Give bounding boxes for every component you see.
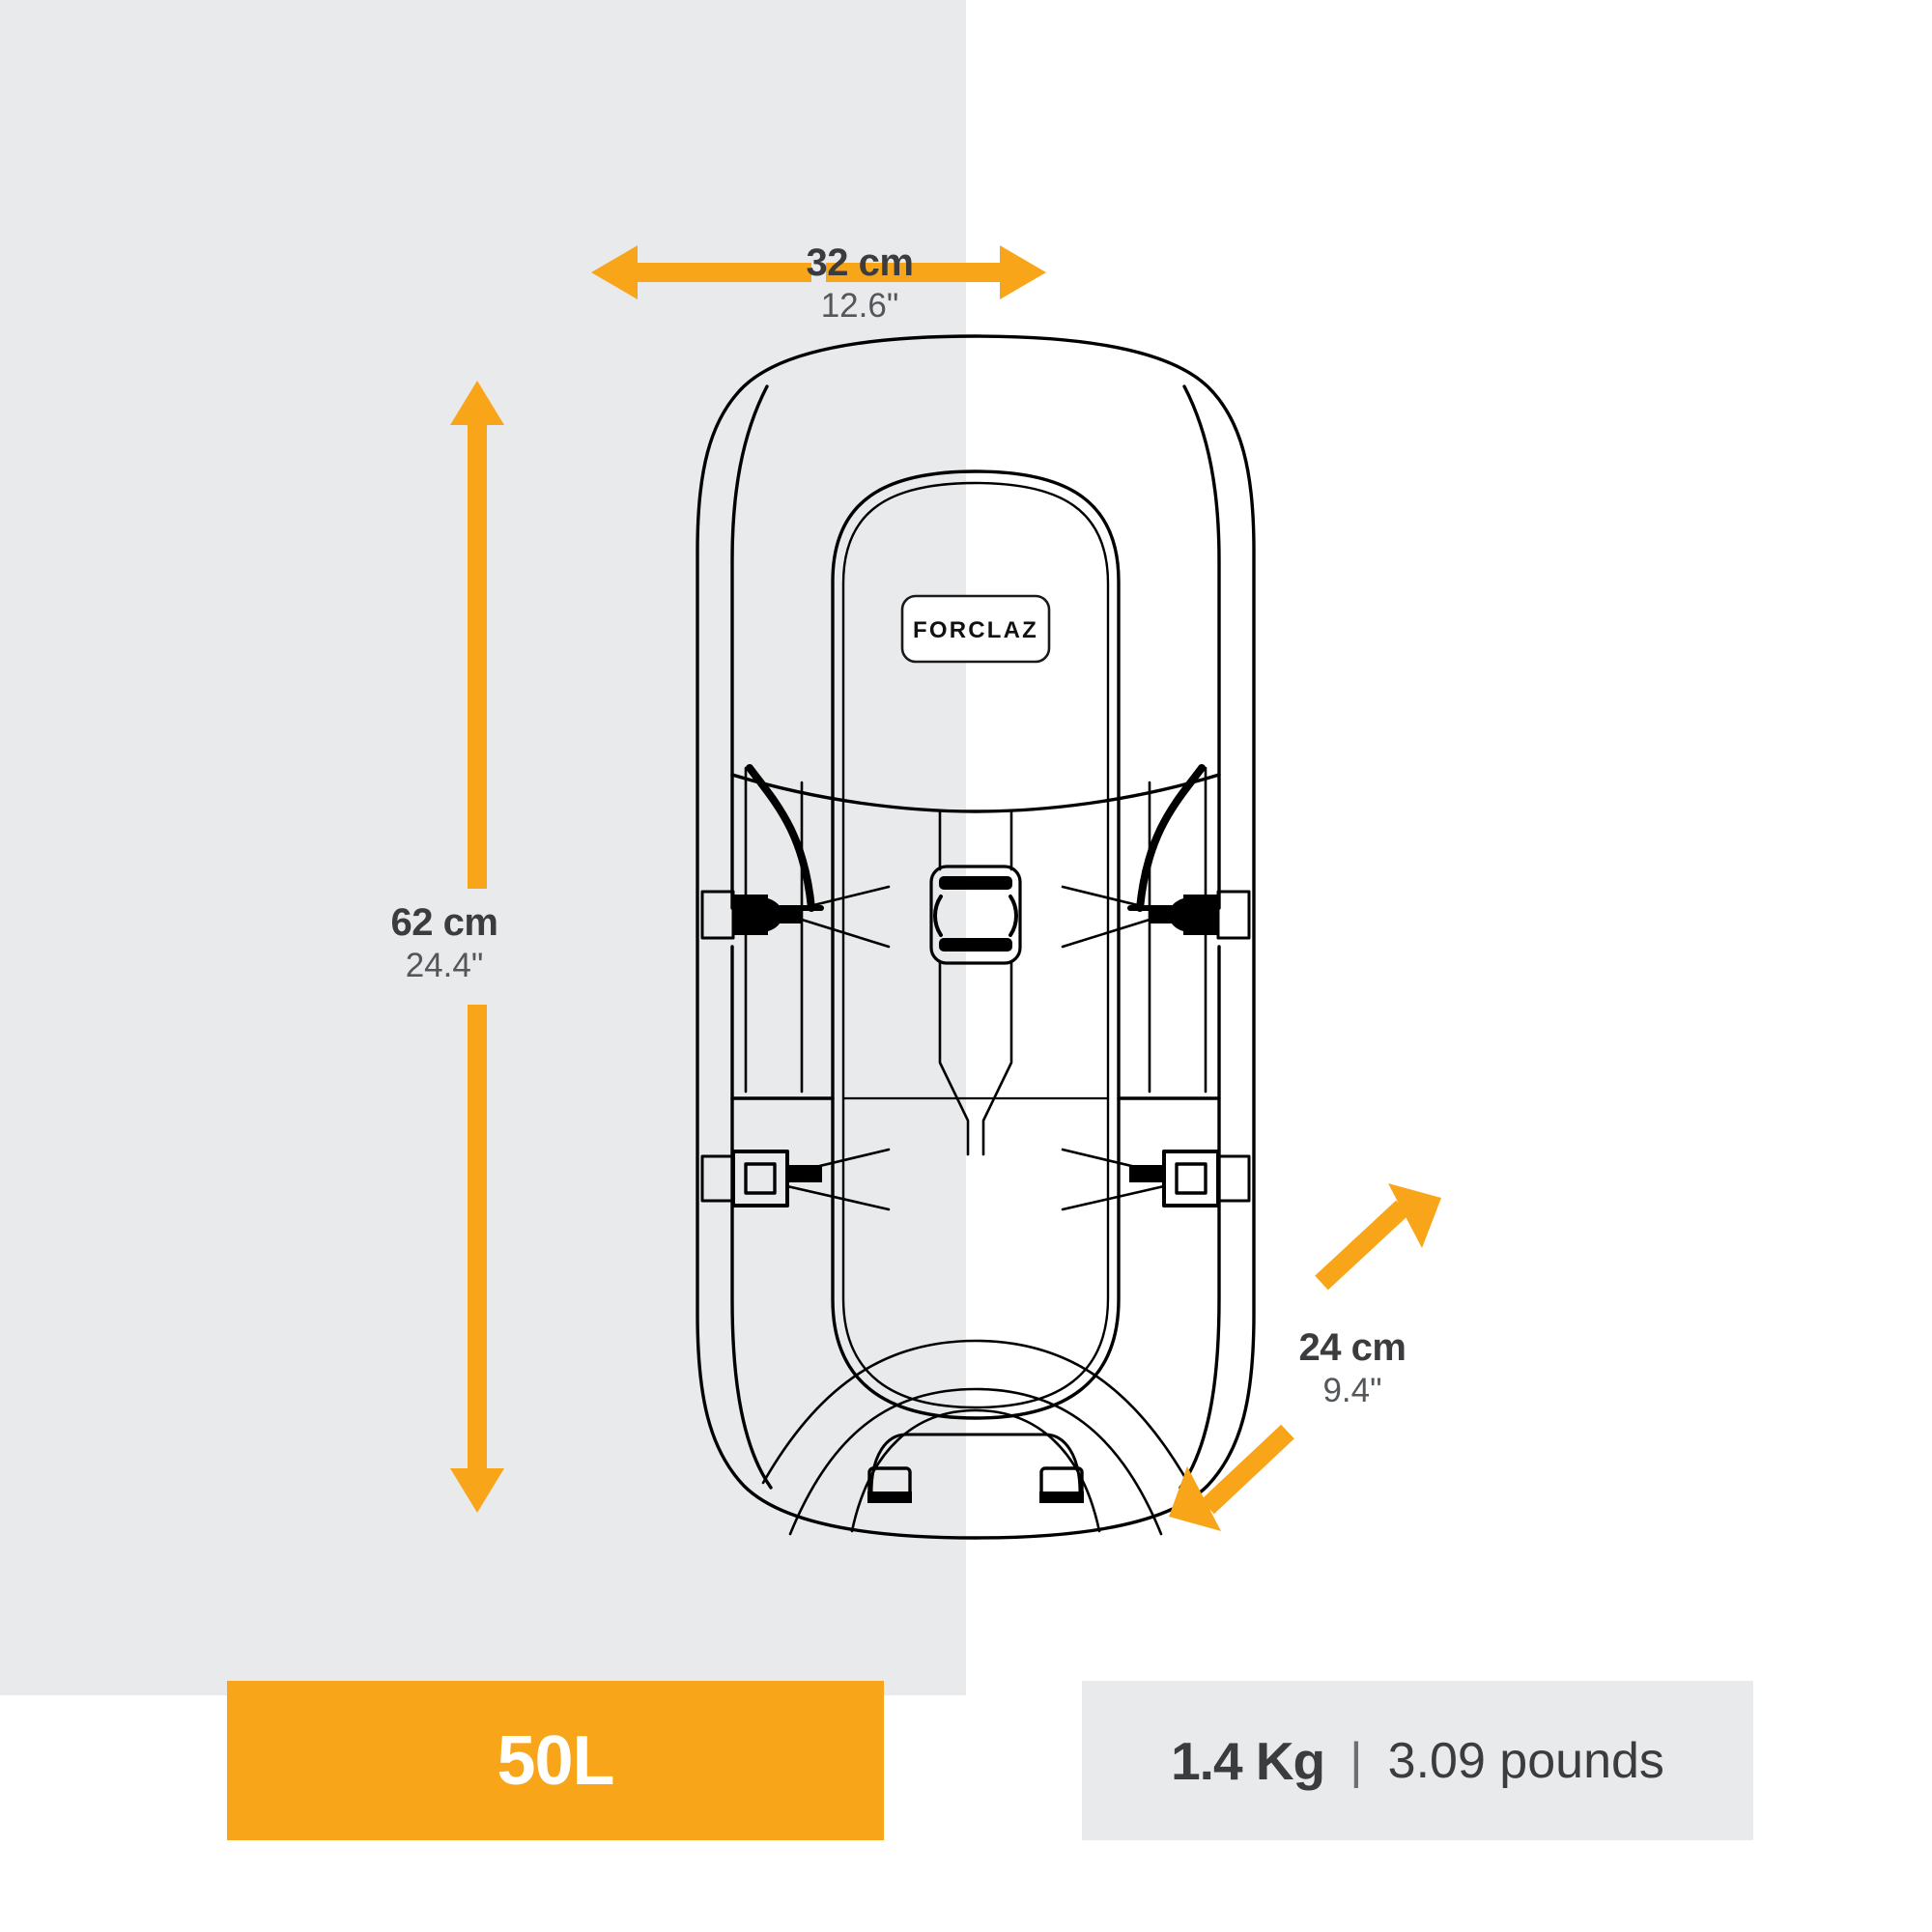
- volume-spec-bar: 50L: [227, 1681, 884, 1840]
- volume-value: 50L: [497, 1721, 614, 1800]
- width-dimension-label: 32 cm 12.6": [773, 243, 947, 323]
- weight-separator: |: [1350, 1732, 1363, 1789]
- width-imperial-value: 12.6": [820, 287, 899, 325]
- depth-imperial-value: 9.4": [1322, 1372, 1382, 1409]
- weight-metric-value: 1.4 Kg: [1171, 1730, 1325, 1791]
- backpack-illustration: FORCLAZ: [667, 328, 1285, 1546]
- height-imperial-value: 24.4": [405, 947, 484, 984]
- background-right-panel: [966, 0, 1932, 1695]
- height-dimension-label: 62 cm 24.4": [324, 903, 565, 982]
- weight-imperial-value: 3.09 pounds: [1387, 1732, 1664, 1789]
- brand-badge-text: FORCLAZ: [913, 617, 1038, 643]
- height-metric-value: 62 cm: [390, 901, 498, 944]
- depth-dimension-label: 24 cm 9.4": [1246, 1328, 1459, 1407]
- weight-row: 1.4 Kg | 3.09 pounds: [1171, 1730, 1664, 1792]
- width-metric-value: 32 cm: [806, 242, 914, 284]
- weight-spec-bar: 1.4 Kg | 3.09 pounds: [1082, 1681, 1753, 1840]
- depth-metric-value: 24 cm: [1298, 1326, 1406, 1369]
